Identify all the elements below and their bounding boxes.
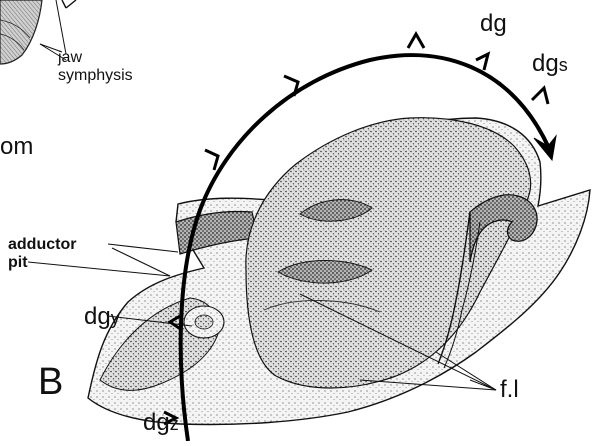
partial-text-label: om	[0, 135, 33, 159]
adductor-label: adductor	[8, 237, 76, 253]
pit-label: pit	[8, 255, 28, 271]
dorsal-bulge	[246, 118, 531, 388]
dgz-main: dg	[143, 409, 170, 436]
dg-label: dg	[480, 12, 507, 36]
jaw-label: jaw	[58, 50, 82, 66]
dgy-main: dg	[84, 303, 111, 330]
dgy-subscript: y	[111, 308, 120, 328]
fl-label: f.l	[500, 378, 519, 402]
dgs-main: dg	[532, 50, 559, 77]
dgz-label: dgz	[143, 411, 179, 435]
dgs-subscript: s	[559, 55, 568, 75]
dgz-subscript: z	[170, 414, 179, 434]
panel-label: B	[38, 363, 63, 401]
dgs-label: dgs	[532, 52, 568, 76]
symphysis-label: symphysis	[58, 68, 133, 84]
dgy-label: dgy	[84, 305, 120, 329]
